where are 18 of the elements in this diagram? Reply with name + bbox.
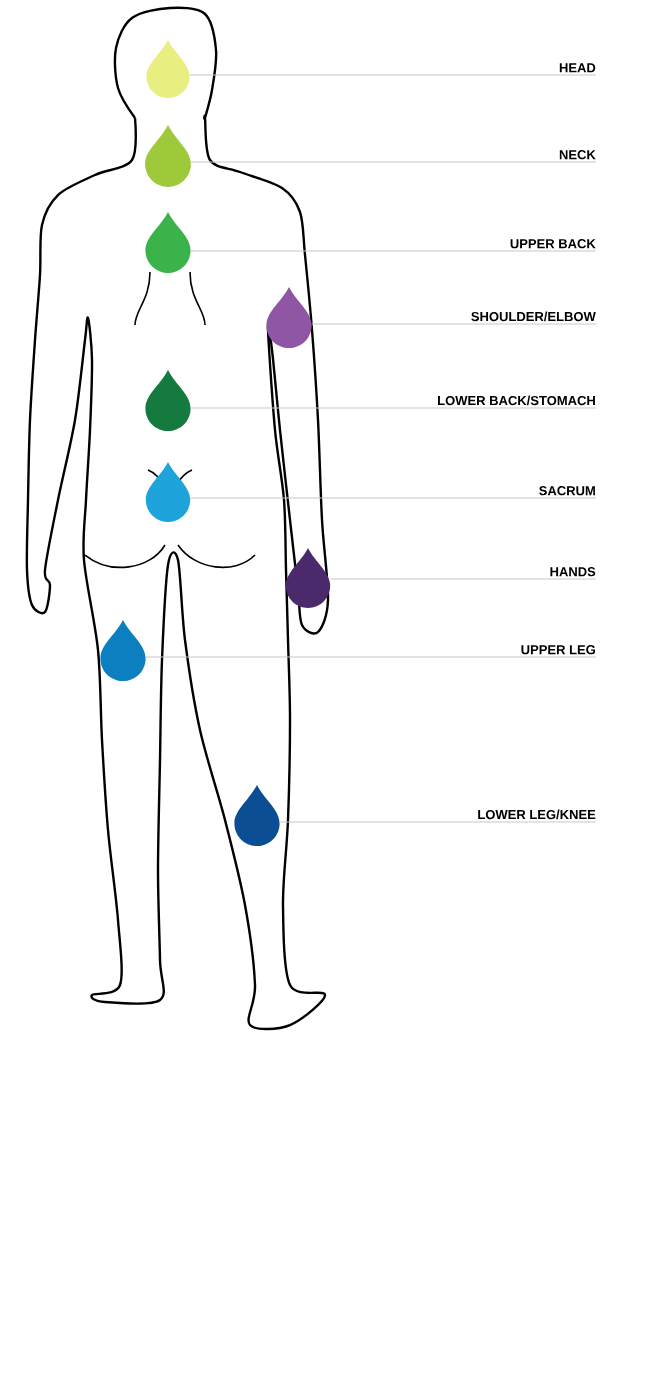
part-label: LOWER BACK/STOMACH — [438, 395, 595, 406]
part-label: NECK — [559, 150, 596, 160]
drop-icon — [266, 287, 312, 348]
part-label: LOWER LEG/KNEE — [478, 809, 596, 820]
drop-icon — [146, 40, 190, 98]
part-label: UPPER LEG — [521, 645, 595, 655]
drop-icon — [100, 620, 146, 681]
drop-icon — [145, 370, 191, 431]
part-label: UPPER BACK — [510, 239, 596, 249]
drop-icon — [145, 462, 191, 522]
part-label: SACRUM — [539, 486, 595, 496]
drop-icon — [145, 125, 191, 187]
drop-icon — [145, 212, 191, 273]
part-label: HEAD — [559, 63, 596, 73]
part-label: SHOULDER/ELBOW — [471, 311, 596, 322]
drop-icon — [234, 785, 280, 846]
part-label: HANDS — [550, 567, 596, 577]
drop-icon — [285, 548, 331, 608]
